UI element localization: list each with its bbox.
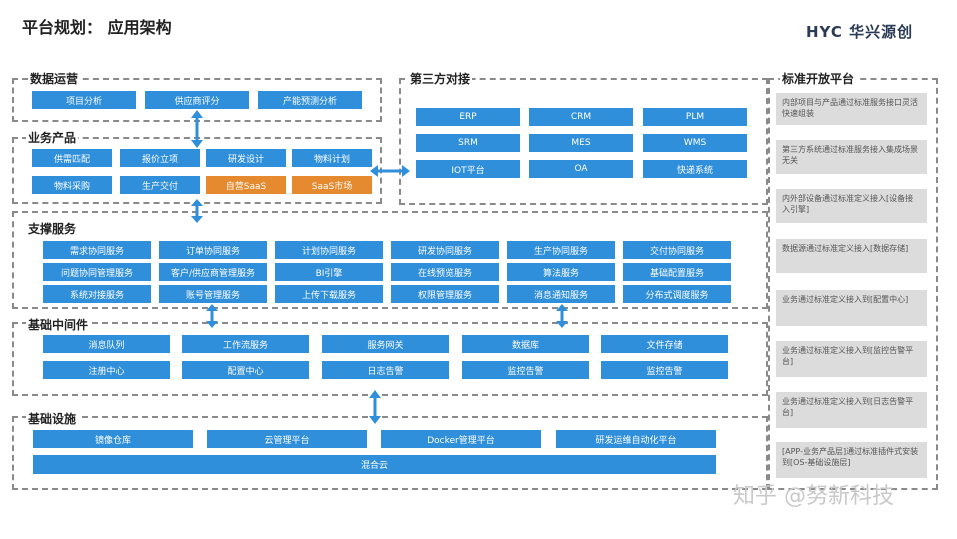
box-sup-1: 订单协同服务: [159, 241, 267, 259]
arrow-data-to-biz: [191, 110, 203, 148]
box-inf-3: 研发运维自动化平台: [556, 430, 716, 448]
box-tp-3: SRM: [416, 134, 520, 152]
box-biz-5: 生产交付: [120, 176, 200, 194]
side-box-2: 内外部设备通过标准定义接入[设备接入引擎]: [776, 189, 927, 223]
panel-infra: [12, 416, 768, 490]
box-mw-2: 服务网关: [322, 335, 449, 353]
panel-label-biz-products: 业务产品: [26, 129, 79, 146]
box-mw-6: 配置中心: [182, 361, 309, 379]
box-biz-3: 物料计划: [292, 149, 372, 167]
panel-label-middleware: 基础中间件: [26, 316, 91, 333]
box-sup-5: 交付协同服务: [623, 241, 731, 259]
box-inf-4: 混合云: [33, 455, 716, 474]
box-biz-1: 报价立项: [120, 149, 200, 167]
watermark: 知乎 @努新科技: [733, 484, 894, 509]
box-sup-14: 上传下载服务: [275, 285, 383, 303]
box-inf-0: 镜像仓库: [33, 430, 193, 448]
box-mw-5: 注册中心: [43, 361, 170, 379]
box-sup-8: BI引擎: [275, 263, 383, 281]
box-sup-11: 基础配置服务: [623, 263, 731, 281]
side-box-3: 数据源通过标准定义接入[数据存储]: [776, 239, 927, 273]
box-data-ops-2: 产能预测分析: [258, 91, 362, 109]
box-data-ops-1: 供应商评分: [145, 91, 249, 109]
side-box-7: [APP-业务产品层]通过标准插件式安装到[OS-基础设施层]: [776, 442, 927, 478]
arrow-biz-to-support: [191, 199, 203, 223]
box-sup-9: 在线预览服务: [391, 263, 499, 281]
arrow-mw-to-infra: [369, 390, 381, 424]
panel-label-data-ops: 数据运营: [28, 70, 81, 87]
box-tp-4: MES: [529, 134, 633, 152]
box-tp-1: CRM: [529, 108, 633, 126]
box-mw-1: 工作流服务: [182, 335, 309, 353]
panel-label-open-platform: 标准开放平台: [780, 70, 857, 87]
panel-middleware: [12, 322, 768, 396]
box-sup-16: 消息通知服务: [507, 285, 615, 303]
box-tp-7: OA: [529, 160, 633, 178]
box-sup-7: 客户/供应商管理服务: [159, 263, 267, 281]
arrow-support-to-mw-left: [206, 304, 218, 328]
box-sup-13: 账号管理服务: [159, 285, 267, 303]
box-biz-4: 物料采购: [32, 176, 112, 194]
box-tp-6: IOT平台: [416, 160, 520, 178]
page-title: 平台规划： 应用架构: [22, 18, 172, 37]
box-inf-1: 云管理平台: [207, 430, 367, 448]
brand-logo: HYC 华兴源创: [806, 23, 914, 41]
box-sup-0: 需求协同服务: [43, 241, 151, 259]
side-box-6: 业务通过标准定义接入到[日志告警平台]: [776, 392, 927, 428]
box-sup-12: 系统对接服务: [43, 285, 151, 303]
box-mw-0: 消息队列: [43, 335, 170, 353]
box-tp-0: ERP: [416, 108, 520, 126]
box-tp-8: 快递系统: [643, 160, 747, 178]
box-data-ops-0: 项目分析: [32, 91, 136, 109]
box-mw-9: 监控告警: [601, 361, 728, 379]
side-box-4: 业务通过标准定义接入到[配置中心]: [776, 290, 927, 326]
box-biz-6: 自营SaaS: [206, 176, 286, 194]
box-sup-4: 生产协同服务: [507, 241, 615, 259]
box-sup-3: 研发协同服务: [391, 241, 499, 259]
box-tp-2: PLM: [643, 108, 747, 126]
box-biz-7: SaaS市场: [292, 176, 372, 194]
box-mw-4: 文件存储: [601, 335, 728, 353]
box-biz-2: 研发设计: [206, 149, 286, 167]
arrow-support-to-mw-right: [556, 304, 568, 328]
box-tp-5: WMS: [643, 134, 747, 152]
box-sup-10: 算法服务: [507, 263, 615, 281]
box-sup-2: 计划协同服务: [275, 241, 383, 259]
box-mw-3: 数据库: [462, 335, 589, 353]
panel-label-infra: 基础设施: [26, 410, 79, 427]
box-mw-8: 监控告警: [462, 361, 589, 379]
panel-label-third-party: 第三方对接: [408, 70, 473, 87]
box-sup-6: 问题协同管理服务: [43, 263, 151, 281]
box-inf-2: Docker管理平台: [381, 430, 541, 448]
box-mw-7: 日志告警: [322, 361, 449, 379]
side-box-5: 业务通过标准定义接入到[监控告警平台]: [776, 341, 927, 377]
side-box-1: 第三方系统通过标准服务接入集成场景无关: [776, 140, 927, 174]
panel-label-support: 支撑服务: [26, 220, 79, 237]
box-biz-0: 供需匹配: [32, 149, 112, 167]
arrow-biz-to-thirdparty: [370, 165, 410, 177]
box-sup-15: 权限管理服务: [391, 285, 499, 303]
box-sup-17: 分布式调度服务: [623, 285, 731, 303]
side-box-0: 内部项目与产品通过标准服务接口灵活快速组装: [776, 93, 927, 125]
